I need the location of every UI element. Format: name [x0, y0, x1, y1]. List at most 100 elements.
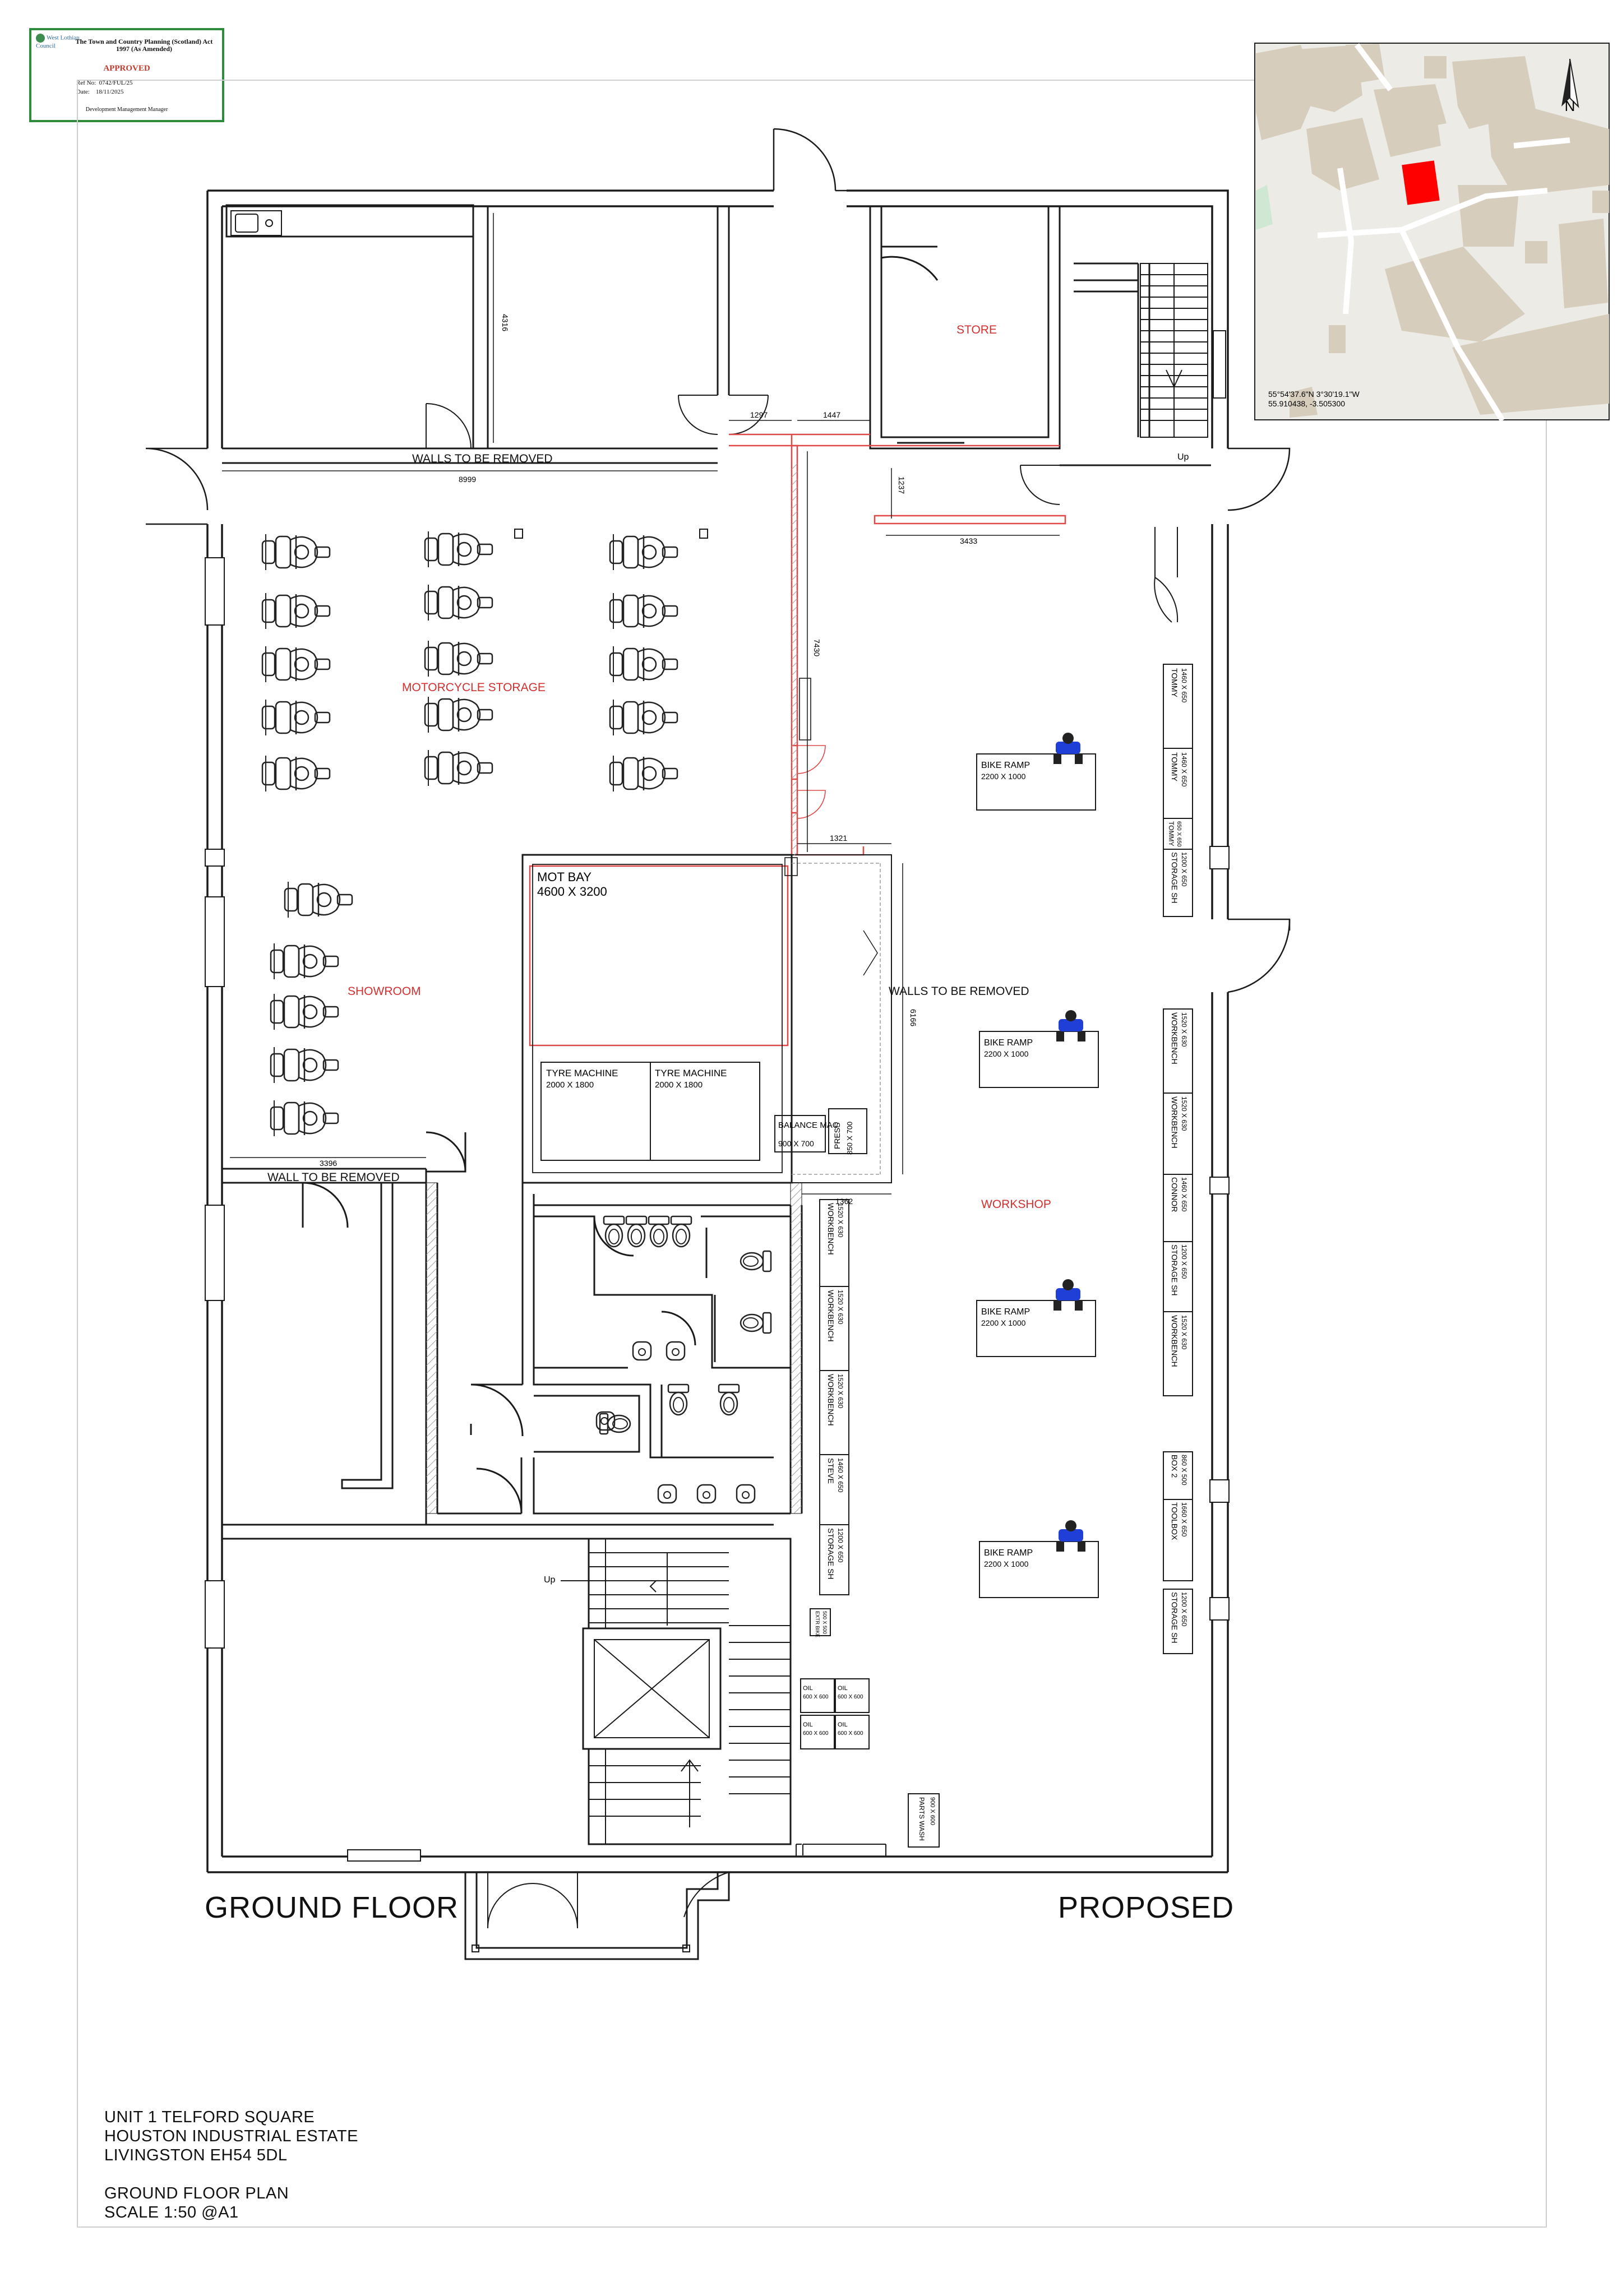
- sink-icon: [230, 210, 282, 236]
- bike-ramp-3-label: BIKE RAMP: [981, 1307, 1030, 1317]
- storage-1-label: STORAGE SH: [1170, 852, 1179, 904]
- approval-date: 18/11/2025: [95, 89, 124, 95]
- mot-bay-title: MOT BAY: [537, 870, 592, 884]
- bike-ramp-2-size: 2200 X 1000: [984, 1049, 1029, 1058]
- lower-left-walls: [222, 1131, 803, 1540]
- council-seal-icon: [36, 34, 45, 43]
- storage-3-size: 1200 X 650: [1180, 1592, 1188, 1627]
- storage-2-size: 1200 X 650: [1180, 1244, 1188, 1279]
- small-markers: [514, 529, 708, 539]
- storage-1-size: 1200 X 650: [1180, 852, 1188, 887]
- dim-6166: 6166: [909, 1009, 918, 1026]
- title-block: UNIT 1 TELFORD SQUARE HOUSTON INDUSTRIAL…: [104, 2108, 358, 2222]
- bike-ramp-2-label: BIKE RAMP: [984, 1038, 1033, 1048]
- press-label: PRESS: [833, 1123, 842, 1149]
- workbench-c1-size: 1520 X 630: [837, 1203, 844, 1238]
- parts-wash-size: 900 X 600: [929, 1797, 936, 1825]
- act-line-2: 1997 (As Amended): [115, 45, 172, 53]
- toolbox-size: 1660 X 650: [1180, 1502, 1188, 1537]
- connor-label: CONNOR: [1170, 1177, 1179, 1212]
- address-line-1: UNIT 1 TELFORD SQUARE: [104, 2108, 315, 2126]
- mot-bay-block: [521, 854, 892, 1184]
- balance-mac-size: 900 X 700: [778, 1139, 814, 1148]
- signatory: Development Management Manager: [85, 107, 168, 113]
- store-label: STORE: [956, 323, 997, 336]
- lower-entrance: [464, 1844, 886, 1960]
- workshop-labels: BIKE RAMP 2200 X 1000 BIKE RAMP 2200 X 1…: [981, 761, 1033, 1568]
- oil-2-label: OIL: [838, 1685, 848, 1692]
- mechanic-figures: [1053, 733, 1085, 1552]
- dim-1321: 1321: [830, 834, 847, 843]
- walls-removed-top: WALLS TO BE REMOVED: [412, 452, 553, 465]
- map-coords-decimal: 55.910438, -3.505300: [1268, 399, 1345, 408]
- drawing-scale: SCALE 1:50 @A1: [104, 2204, 239, 2221]
- workbench-c3-label: WORKBENCH: [826, 1374, 835, 1426]
- hatched-walls: [426, 463, 802, 1514]
- stair-top: [1140, 263, 1226, 438]
- ref-number: 0742/FUL/25: [99, 80, 133, 86]
- bike-ramp-1-size: 2200 X 1000: [981, 772, 1026, 781]
- tommy-1-label: TOMMY: [1170, 668, 1179, 698]
- map-roads: [1317, 43, 1570, 422]
- note-labels: WALLS TO BE REMOVED WALLS TO BE REMOVED …: [267, 452, 1029, 1184]
- floor-title: GROUND FLOOR: [205, 1891, 459, 1924]
- dim-8999: 8999: [459, 475, 476, 484]
- lift-shaft: [582, 1627, 722, 1750]
- workbench-r3-size: 1520 X 630: [1180, 1315, 1188, 1350]
- site-marker: [1402, 160, 1440, 205]
- box2-size: 860 X 500: [1180, 1455, 1188, 1485]
- workbench-r1-label: WORKBENCH: [1170, 1012, 1179, 1064]
- outer-doors: [145, 128, 1291, 993]
- stair-up-label-top: Up: [1177, 452, 1189, 462]
- dim-3396: 3396: [320, 1159, 337, 1168]
- toolbox-label: TOOLBOX: [1170, 1502, 1179, 1540]
- planning-act: The Town and Country Planning (Scotland)…: [71, 38, 218, 53]
- dim-1362: 1362: [835, 1197, 853, 1206]
- north-label: N: [1565, 98, 1575, 114]
- workbench-c3-size: 1520 X 630: [837, 1374, 844, 1409]
- parts-wash-label: PARTS WASH: [918, 1797, 926, 1841]
- mot-bay-labels: MOT BAY 4600 X 3200 TYRE MACHINE 2000 X …: [537, 870, 854, 1155]
- walls-removed-right: WALLS TO BE REMOVED: [889, 985, 1029, 998]
- dim-1447: 1447: [823, 410, 840, 419]
- workbench-c2-size: 1520 X 630: [837, 1290, 844, 1325]
- tommy-2-label: TOMMY: [1170, 752, 1179, 782]
- address-line-2: HOUSTON INDUSTRIAL ESTATE: [104, 2127, 358, 2145]
- workshop-label: WORKSHOP: [981, 1198, 1051, 1211]
- tyre-machine-2-size: 2000 X 1800: [655, 1080, 703, 1090]
- dim-4316: 4316: [501, 314, 510, 331]
- reference-block: Ref No: 0742/FUL/25 Date: 18/11/2025: [76, 78, 133, 96]
- approval-stamp: West Lothian Council The Town and Countr…: [29, 28, 224, 122]
- tommy-3-label: TOMMY: [1167, 821, 1175, 846]
- room-labels: STORE MOTORCYCLE STORAGE SHOWROOM WORKSH…: [348, 323, 1051, 1211]
- sheet-frame: [77, 80, 1547, 2228]
- top-rooms: [222, 204, 1211, 466]
- wall-removed-showroom: WALL TO BE REMOVED: [267, 1171, 400, 1184]
- steve-label: STEVE: [826, 1458, 835, 1484]
- bike-ramp-4-size: 2200 X 1000: [984, 1559, 1029, 1568]
- dim-1237: 1237: [897, 476, 906, 494]
- address-line-3: LIVINGSTON EH54 5DL: [104, 2146, 288, 2164]
- storage-3-label: STORAGE SH: [1170, 1592, 1179, 1644]
- dim-7430: 7430: [812, 639, 821, 656]
- tommy-2-size: 1460 X 650: [1180, 752, 1188, 787]
- motorcycle-storage-label: MOTORCYCLE STORAGE: [402, 681, 546, 694]
- council-name: West Lothian Council: [36, 34, 80, 49]
- tommy-1-size: 1460 X 650: [1180, 668, 1188, 703]
- ref-label: Ref No:: [76, 80, 96, 86]
- box2-label: BOX 2: [1170, 1455, 1179, 1478]
- status-title: PROPOSED: [1058, 1891, 1235, 1924]
- location-map: N 55°54'37.6"N 3°30'19.1"W 55.910438, -3…: [1254, 43, 1610, 422]
- storage-c-size: 1200 X 650: [837, 1528, 844, 1563]
- drawing-title: GROUND FLOOR PLAN: [104, 2184, 289, 2202]
- map-buildings: [1256, 44, 1609, 418]
- dimension-labels: 8999 4316 1297 1447 1237 3433 7430 1321 …: [320, 314, 977, 1206]
- connor-size: 1460 X 650: [1180, 1177, 1188, 1212]
- act-line-1: The Town and Country Planning (Scotland)…: [75, 38, 213, 45]
- steve-size: 1460 X 650: [837, 1458, 844, 1493]
- tyre-machine-1-label: TYRE MACHINE: [546, 1068, 618, 1078]
- workbench-r2-label: WORKBENCH: [1170, 1096, 1179, 1149]
- oil-3-label: OIL: [803, 1721, 813, 1728]
- approval-status: APPROVED: [103, 64, 150, 73]
- partition-doors: [797, 678, 826, 819]
